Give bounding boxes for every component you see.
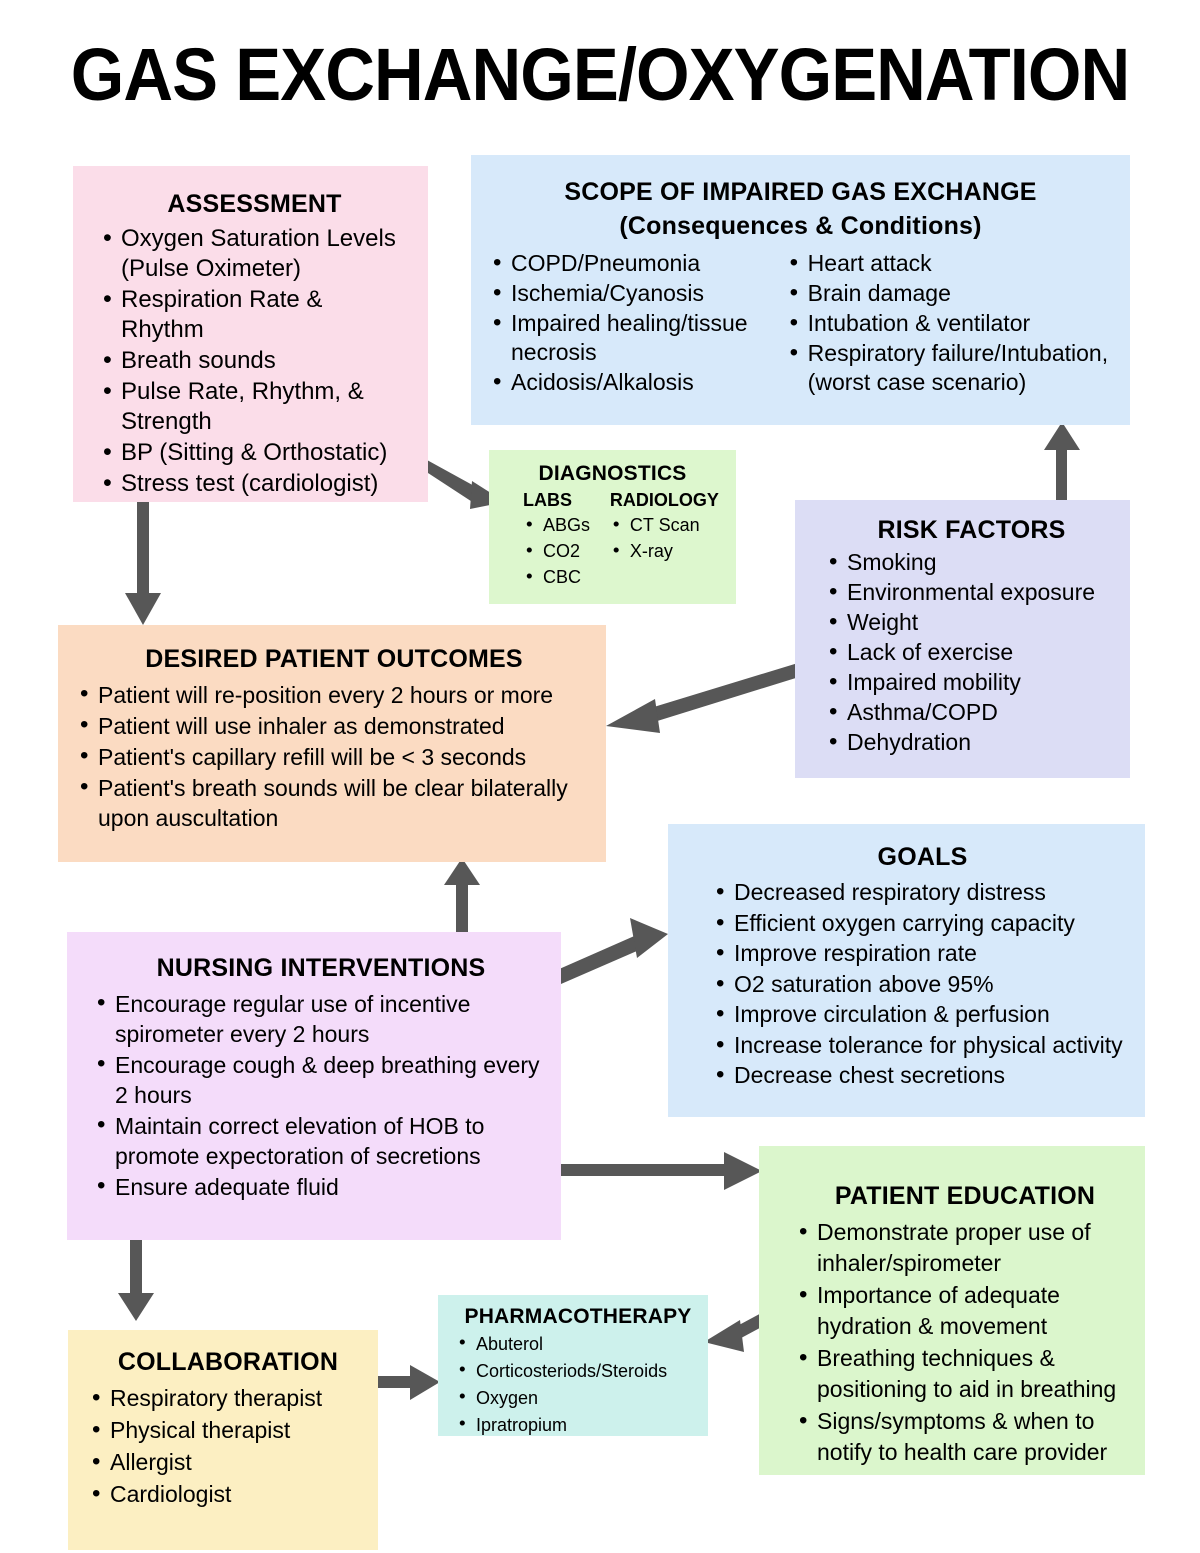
list-item: Efficient oxygen carrying capacity	[712, 908, 1133, 939]
list-item: COPD/Pneumonia	[489, 248, 786, 278]
list-item: Improve respiration rate	[712, 938, 1133, 969]
scope-of-impaired-gas-exchange-box: SCOPE OF IMPAIRED GAS EXCHANGE (Conseque…	[471, 155, 1130, 425]
list-item: Asthma/COPD	[825, 697, 1118, 727]
assessment-title: ASSESSMENT	[167, 190, 342, 218]
list-item: Ipratropium	[456, 1411, 700, 1438]
collaboration-box: COLLABORATION Respiratory therapist Phys…	[68, 1330, 378, 1550]
list-item: Stress test (cardiologist)	[99, 468, 410, 499]
list-item: ABGs	[523, 512, 610, 538]
list-item: Breathing techniques & positioning to ai…	[795, 1342, 1135, 1405]
goals-title: GOALS	[877, 843, 968, 871]
list-item: CBC	[523, 564, 610, 590]
list-item: Acidosis/Alkalosis	[489, 367, 786, 397]
list-item: Encourage regular use of incentive spiro…	[93, 988, 549, 1049]
assessment-box: ASSESSMENT Oxygen Saturation Levels (Pul…	[73, 166, 428, 502]
list-item: Allergist	[88, 1446, 368, 1478]
list-item: Patient's capillary refill will be < 3 s…	[76, 741, 592, 772]
list-item: CO2	[523, 538, 610, 564]
list-item: Lack of exercise	[825, 637, 1118, 667]
radiology-list: CT Scan X-ray	[610, 512, 728, 564]
list-item: Cardiologist	[88, 1478, 368, 1510]
list-item: Pulse Rate, Rhythm, & Strength	[99, 376, 410, 437]
diagnostics-box: DIAGNOSTICS LABS ABGs CO2 CBC RADIOLOGY …	[489, 450, 736, 604]
list-item: Decreased respiratory distress	[712, 877, 1133, 908]
risk-factors-list: Smoking Environmental exposure Weight La…	[825, 547, 1118, 757]
desired-patient-outcomes-box: DESIRED PATIENT OUTCOMES Patient will re…	[58, 625, 606, 862]
list-item: Respiratory failure/Intubation, (worst c…	[786, 338, 1112, 397]
pharmacotherapy-box: PHARMACOTHERAPY Abuterol Corticosteriods…	[438, 1295, 708, 1438]
list-item: Ensure adequate fluid	[93, 1171, 549, 1202]
scope-title-line2: (Consequences & Conditions)	[619, 212, 982, 240]
goals-list: Decreased respiratory distress Efficient…	[712, 877, 1133, 1091]
arrow-assessment-to-outcomes	[120, 498, 170, 628]
list-item: Oxygen	[456, 1384, 700, 1411]
list-item: Decrease chest secretions	[712, 1060, 1133, 1091]
list-item: Importance of adequate hydration & movem…	[795, 1279, 1135, 1342]
arrow-risk-to-scope	[1040, 420, 1086, 504]
list-item: Corticosteriods/Steroids	[456, 1357, 700, 1384]
list-item: Patient will re-position every 2 hours o…	[76, 679, 592, 710]
list-item: Abuterol	[456, 1330, 700, 1357]
education-title: PATIENT EDUCATION	[834, 1182, 1096, 1210]
patient-education-box: PATIENT EDUCATION Demonstrate proper use…	[759, 1146, 1145, 1475]
collaboration-list: Respiratory therapist Physical therapist…	[88, 1382, 368, 1510]
list-item: Respiratory therapist	[88, 1382, 368, 1414]
list-item: Physical therapist	[88, 1414, 368, 1446]
arrow-nursing-to-outcomes	[440, 855, 486, 937]
risk-factors-box: RISK FACTORS Smoking Environmental expos…	[795, 500, 1130, 778]
list-item: Impaired healing/tissue necrosis	[489, 308, 786, 367]
list-item: Signs/symptoms & when to notify to healt…	[795, 1405, 1135, 1468]
risk-factors-title: RISK FACTORS	[877, 516, 1066, 544]
list-item: CT Scan	[610, 512, 728, 538]
list-item: O2 saturation above 95%	[712, 969, 1133, 1000]
nursing-title: NURSING INTERVENTIONS	[156, 954, 486, 982]
pharmacotherapy-list: Abuterol Corticosteriods/Steroids Oxygen…	[456, 1330, 700, 1438]
list-item: X-ray	[610, 538, 728, 564]
list-item: Oxygen Saturation Levels (Pulse Oximeter…	[99, 223, 410, 284]
assessment-list: Oxygen Saturation Levels (Pulse Oximeter…	[99, 223, 410, 499]
pharmacotherapy-title: PHARMACOTHERAPY	[464, 1305, 692, 1328]
arrow-collaboration-to-pharmacotherapy	[374, 1360, 444, 1406]
nursing-interventions-box: NURSING INTERVENTIONS Encourage regular …	[67, 932, 561, 1240]
collaboration-title: COLLABORATION	[117, 1348, 339, 1376]
list-item: Demonstrate proper use of inhaler/spirom…	[795, 1216, 1135, 1279]
list-item: Weight	[825, 607, 1118, 637]
list-item: Smoking	[825, 547, 1118, 577]
list-item: Impaired mobility	[825, 667, 1118, 697]
list-item: Patient's breath sounds will be clear bi…	[76, 772, 592, 833]
list-item: Dehydration	[825, 727, 1118, 757]
scope-list-left: COPD/Pneumonia Ischemia/Cyanosis Impaire…	[489, 248, 786, 397]
list-item: Increase tolerance for physical activity	[712, 1030, 1133, 1061]
arrow-risk-to-outcomes	[600, 655, 800, 740]
arrow-nursing-to-collaboration	[114, 1237, 160, 1323]
scope-title-line1: SCOPE OF IMPAIRED GAS EXCHANGE	[564, 178, 1037, 206]
radiology-heading: RADIOLOGY	[609, 490, 719, 510]
outcomes-title: DESIRED PATIENT OUTCOMES	[145, 645, 523, 673]
list-item: Brain damage	[786, 278, 1112, 308]
nursing-list: Encourage regular use of incentive spiro…	[93, 988, 549, 1202]
labs-heading: LABS	[523, 490, 572, 510]
list-item: Heart attack	[786, 248, 1112, 278]
list-item: Intubation & ventilator	[786, 308, 1112, 338]
labs-list: ABGs CO2 CBC	[523, 512, 610, 590]
education-list: Demonstrate proper use of inhaler/spirom…	[795, 1216, 1135, 1468]
list-item: Respiration Rate & Rhythm	[99, 284, 410, 345]
scope-list-right: Heart attack Brain damage Intubation & v…	[786, 248, 1112, 397]
arrow-nursing-to-education	[556, 1148, 772, 1194]
list-item: Environmental exposure	[825, 577, 1118, 607]
diagnostics-title: DIAGNOSTICS	[538, 462, 687, 485]
list-item: Maintain correct elevation of HOB to pro…	[93, 1110, 549, 1171]
list-item: BP (Sitting & Orthostatic)	[99, 437, 410, 468]
list-item: Patient will use inhaler as demonstrated	[76, 710, 592, 741]
arrow-nursing-to-goals	[555, 908, 680, 988]
outcomes-list: Patient will re-position every 2 hours o…	[76, 679, 592, 833]
list-item: Ischemia/Cyanosis	[489, 278, 786, 308]
page-title: GAS EXCHANGE/OXYGENATION	[70, 33, 1130, 116]
list-item: Breath sounds	[99, 345, 410, 376]
list-item: Encourage cough & deep breathing every 2…	[93, 1049, 549, 1110]
list-item: Improve circulation & perfusion	[712, 999, 1133, 1030]
goals-box: GOALS Decreased respiratory distress Eff…	[668, 824, 1145, 1117]
